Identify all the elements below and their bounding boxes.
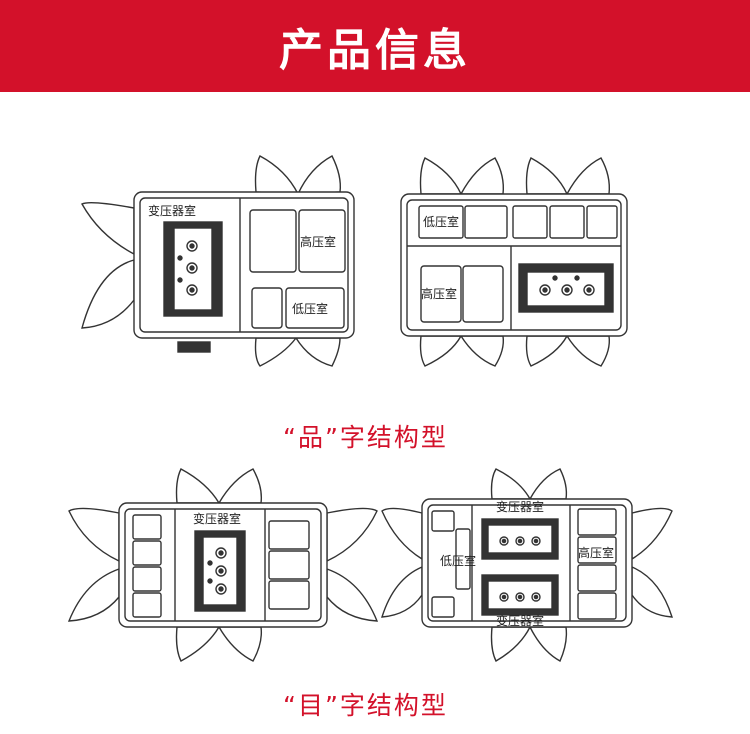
door-petal [326,568,379,622]
lv-cabinet [285,287,345,329]
hv-cabinet [577,564,617,592]
door-petal [294,337,341,367]
hv-cabinet [420,265,462,323]
high-voltage-room-label: 高压室 [578,545,614,560]
door-petal [326,507,378,563]
door-petal [565,335,611,367]
lv-cabinet [549,205,585,239]
door-petal [490,626,532,662]
door-petal [525,335,569,367]
transformer-room-top-label: 变压器室 [496,499,544,514]
door-petal [175,626,221,662]
mu-structure-caption: “目”字结构型 [283,691,448,720]
lv-cabinet [132,540,162,566]
lv-cabinet [431,596,455,618]
pin-layout-diagram-right: 低压室 高压室 [400,157,628,367]
door-petal [254,155,300,195]
base-grille [177,341,211,353]
lv-cabinet [431,510,455,532]
door-petal [381,507,423,561]
lv-cabinet [586,205,618,239]
door-petal [490,468,532,500]
door-petal [254,337,298,367]
door-petal [565,157,611,195]
header-banner: 产品信息 [0,0,750,92]
door-petal [459,157,505,195]
mu-layout-diagram-right: 变压器室 低压室 高压室 变压器室 [381,468,673,662]
low-voltage-room-label: 低压室 [440,553,476,568]
low-voltage-room-label: 低压室 [423,214,459,229]
lv-cabinet [512,205,548,239]
lv-cabinet [132,514,162,540]
hv-cabinet [268,520,310,550]
door-petal [296,155,342,195]
page-title: 产品信息 [279,25,471,76]
door-petal [459,335,505,367]
door-petal [217,626,263,662]
transformer-room-label: 变压器室 [193,511,241,526]
door-petal [81,259,135,329]
door-petal [419,335,463,367]
door-petal [528,468,568,500]
hv-cabinet [268,550,310,580]
mu-layout-diagram-left: 变压器室 [67,468,379,662]
hv-cabinet [577,508,617,536]
hv-cabinet [462,265,504,323]
hv-cabinet [577,536,617,564]
transformer-room-label: 变压器室 [148,203,196,218]
pin-structure-caption: “品”字结构型 [283,423,448,452]
door-petal [528,626,568,662]
hv-cabinet [268,580,310,610]
lv-cabinet [464,205,508,239]
lv-cabinet [132,592,162,618]
high-voltage-room-label: 高压室 [300,234,336,249]
door-petal [525,157,569,195]
lv-cabinet [418,205,464,239]
hv-cabinet [249,209,297,273]
high-voltage-room-label: 高压室 [421,286,457,301]
pin-layout-diagram-left: 变压器室 高压室 低压室 [81,155,355,367]
door-petal [175,468,221,504]
low-voltage-room-label: 低压室 [292,301,328,316]
hv-cabinet [577,592,617,620]
lv-cabinet [251,287,283,329]
lv-cabinet [455,528,471,590]
hv-cabinet [298,209,346,273]
door-petal [419,157,463,195]
lv-cabinet [132,566,162,592]
door-petal [381,565,423,618]
door-petal [217,468,263,504]
door-petal [81,201,135,256]
door-petal [631,565,673,618]
inner-housing [427,504,627,622]
door-petal [67,568,120,622]
transformer-room-bottom-label: 变压器室 [496,613,544,628]
door-petal [631,507,673,561]
door-petal [68,507,120,563]
